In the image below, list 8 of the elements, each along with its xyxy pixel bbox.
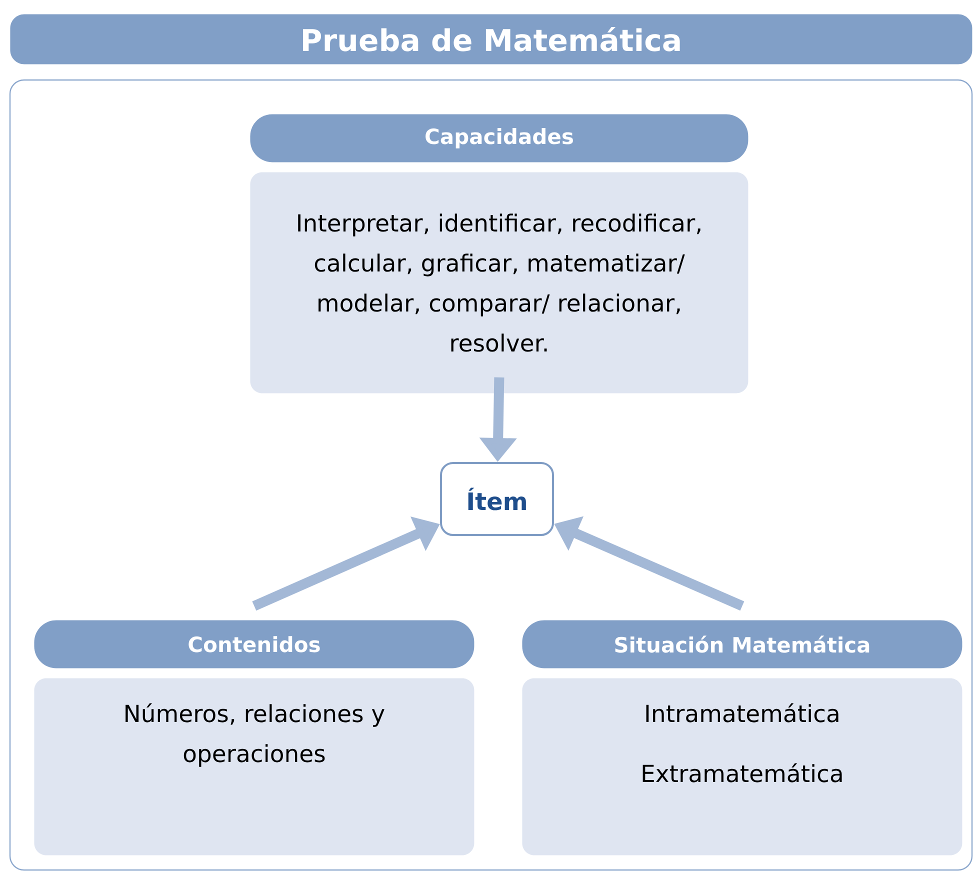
content-box: Interpretar, identificar, recodificar, calcular, graficar, matematizar/ modelar, comparar/ relacionar, resolver. — [250, 172, 748, 394]
content-box: Números, relaciones y operaciones — [34, 678, 474, 856]
header-band: Contenidos — [34, 620, 474, 668]
header-band: Capacidades — [250, 114, 748, 162]
item-box: Ítem — [440, 462, 554, 536]
title-banner: Prueba de Matemática — [10, 14, 972, 64]
header-band: Situación Matemática — [522, 620, 962, 668]
content-box: Intramatemática Extramatemática — [522, 678, 962, 856]
